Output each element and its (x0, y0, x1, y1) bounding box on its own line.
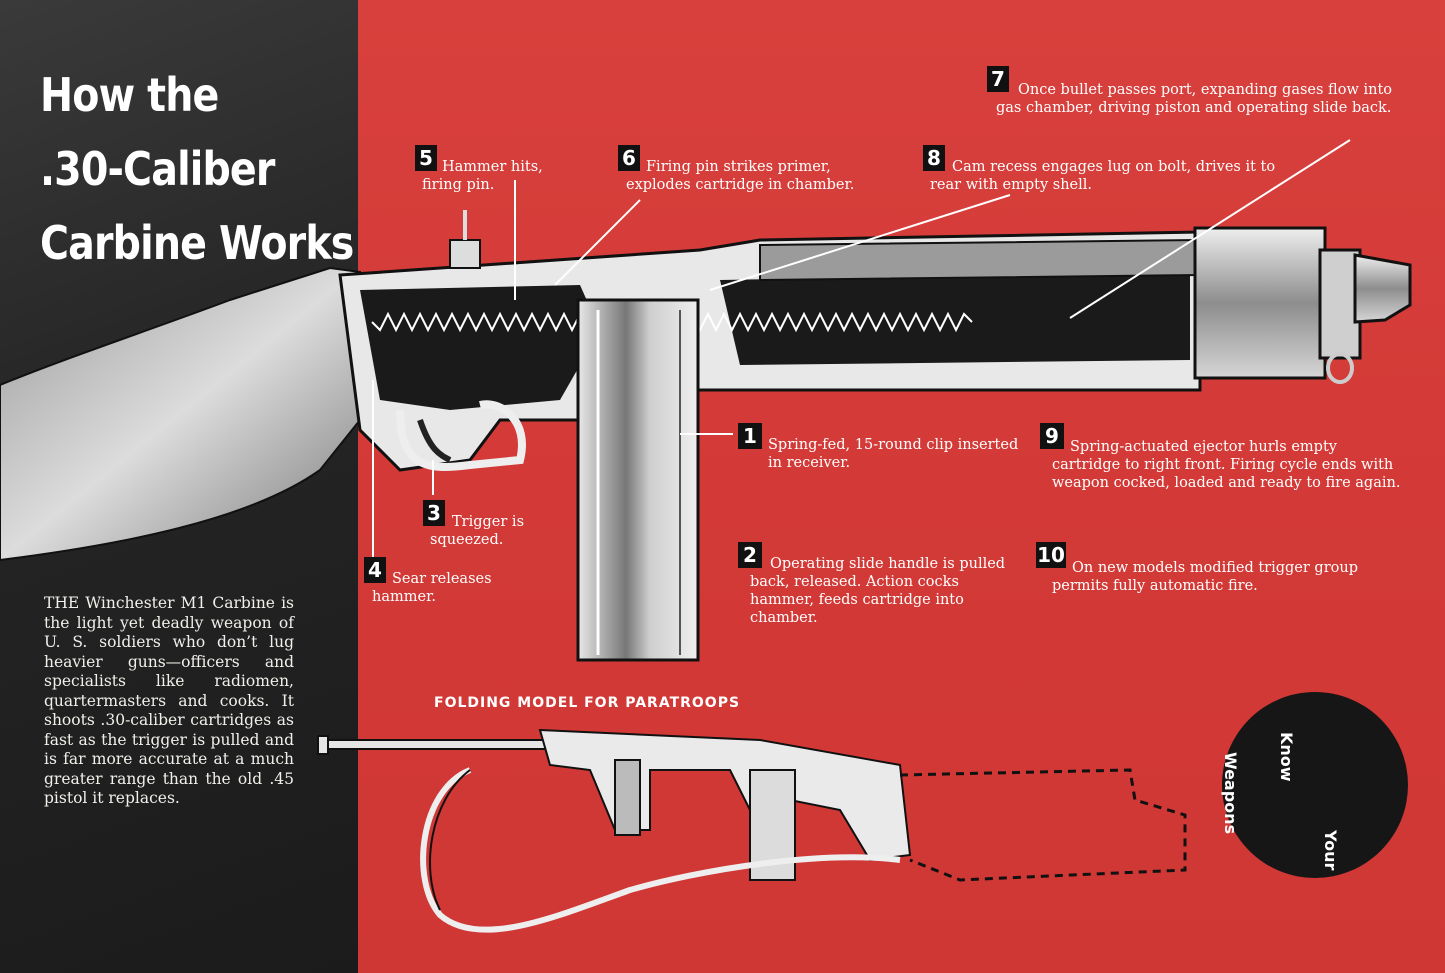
folding-carbine (317, 728, 1187, 933)
trigger-guard (396, 400, 526, 471)
callout-3: Trigger is squeezed. (430, 513, 570, 549)
callout-8-number: 8 (923, 145, 945, 171)
callout-10: On new models modified trigger group per… (1052, 559, 1404, 595)
callout-1: Spring-fed, 15-round clip inserted in re… (768, 436, 1028, 472)
title-line-3: Carbine Works (40, 216, 354, 270)
callout-7-text: Once bullet passes port, expanding gases… (996, 82, 1393, 116)
callout-5-text: Hammer hits, firing pin. (422, 159, 543, 193)
callout-2: Operating slide handle is pulled back, r… (750, 555, 1015, 627)
callout-10-number: 10 (1036, 542, 1066, 568)
callout-6: Firing pin strikes primer, explodes cart… (626, 158, 896, 194)
callout-2-number: 2 (738, 542, 762, 568)
callout-9: Spring-actuated ejector hurls empty cart… (1052, 438, 1402, 492)
intro-paragraph: THE Winchester M1 Carbine is the light y… (44, 594, 294, 807)
callout-1-text: Spring-fed, 15-round clip inserted in re… (768, 437, 1019, 471)
callout-2-text: Operating slide handle is pulled back, r… (750, 556, 1006, 626)
callout-6-number: 6 (618, 145, 640, 171)
callout-5: Hammer hits, firing pin. (422, 158, 562, 194)
callout-1-number: 1 (738, 423, 762, 449)
callout-8: Cam recess engages lug on bolt, drives i… (930, 158, 1290, 194)
folding-model-title: FOLDING MODEL FOR PARATROOPS (434, 695, 741, 711)
leader-lines (372, 139, 1351, 560)
callout-3-text: Trigger is squeezed. (430, 514, 525, 548)
callout-8-text: Cam recess engages lug on bolt, drives i… (930, 159, 1276, 193)
cutaway-interior (360, 285, 600, 410)
callout-9-number: 9 (1040, 423, 1064, 449)
badge-word-your: Your (1321, 830, 1340, 871)
callout-3-number: 3 (423, 500, 445, 526)
callout-7: Once bullet passes port, expanding gases… (996, 81, 1396, 117)
callout-6-text: Firing pin strikes primer, explodes cart… (626, 159, 855, 193)
badge-word-weapons: Weapons (1221, 752, 1240, 835)
callout-4-number: 4 (364, 557, 386, 583)
callout-10-text: On new models modified trigger group per… (1052, 560, 1358, 594)
callout-7-number: 7 (987, 66, 1009, 92)
title-line-1: How the (40, 68, 219, 122)
badge-word-know: Know (1277, 732, 1296, 782)
callout-9-text: Spring-actuated ejector hurls empty cart… (1052, 439, 1401, 491)
callout-4: Sear releases hammer. (372, 570, 517, 606)
callout-4-text: Sear releases hammer. (372, 571, 492, 605)
title-line-2: .30-Caliber (40, 142, 275, 196)
know-your-weapons-badge: Know Your Weapons (1221, 692, 1408, 878)
rifle-stock (0, 266, 361, 562)
callout-5-number: 5 (415, 145, 437, 171)
barrel-band (1193, 226, 1327, 380)
